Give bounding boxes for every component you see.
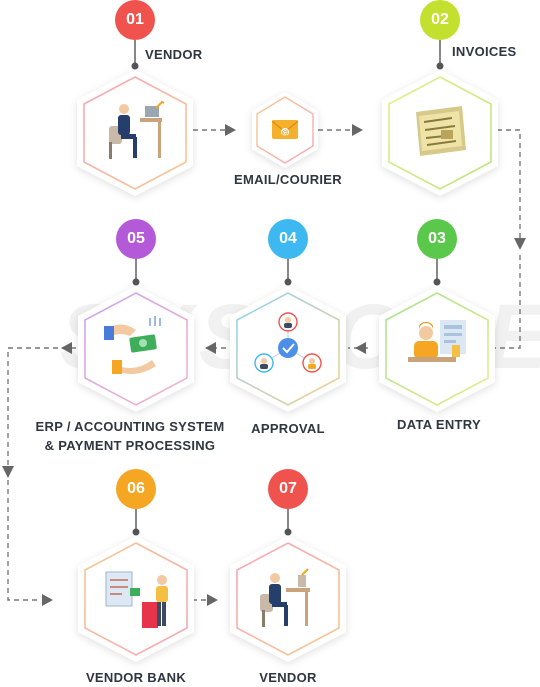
payment-handover-icon: [104, 316, 161, 374]
step-6-number: 06: [127, 480, 145, 497]
step-5-hexagon: [78, 286, 194, 412]
step-7-hexagon: [230, 536, 346, 662]
arrowhead-right: [225, 124, 236, 136]
connector-5-6: [7, 347, 76, 465]
svg-text:@: @: [281, 130, 288, 137]
step-4-hexagon: [230, 286, 346, 412]
arrowhead-right: [207, 594, 218, 606]
step-4-number: 04: [279, 230, 297, 247]
step-5-number: 05: [127, 230, 145, 247]
step-7-label: VENDOR: [259, 670, 317, 685]
step-2-label: INVOICES: [452, 44, 517, 59]
step-1-hexagon: [77, 70, 193, 196]
invoice-papers-icon: [416, 106, 466, 156]
arrowhead-left: [205, 342, 216, 354]
arrowhead-left: [61, 342, 72, 354]
step-4-badge: 04: [268, 219, 308, 259]
step-5-label-line-1: ERP / ACCOUNTING SYSTEM: [35, 419, 225, 434]
step-5-badge: 05: [116, 219, 156, 259]
bank-clerk-icon: [105, 571, 168, 628]
step-3-number: 03: [428, 230, 446, 247]
stem-dots: [131, 62, 444, 536]
arrowhead-down: [2, 466, 14, 478]
arrowhead-right: [42, 594, 53, 606]
arrowheads: [2, 124, 526, 606]
arrowhead-right: [352, 124, 363, 136]
step-5-label-line-2: & PAYMENT PROCESSING: [44, 438, 216, 453]
email-courier-label: EMAIL/COURIER: [234, 172, 342, 187]
connector-2-3: [497, 129, 521, 240]
email-courier-hexagon: @: [252, 92, 318, 168]
step-2-number: 02: [431, 11, 449, 28]
connector-2-3-b: [492, 255, 521, 349]
step-3-label: DATA ENTRY: [397, 417, 481, 432]
step-6-label: VENDOR BANK: [85, 670, 187, 685]
envelope-icon: @: [271, 120, 299, 139]
step-1-number: 01: [126, 11, 144, 28]
step-2-hexagon: [382, 70, 498, 196]
step-6-badge: 06: [116, 469, 156, 509]
step-7-number: 07: [279, 480, 297, 497]
step-3-badge: 03: [417, 219, 457, 259]
data-entry-clerk-icon: [408, 320, 466, 362]
connector-5-6-b: [7, 480, 40, 601]
arrowhead-down: [514, 238, 526, 250]
vendor-desk-icon: [260, 568, 310, 627]
step-2-badge: 02: [420, 0, 460, 40]
step-1-label: VENDOR: [145, 47, 203, 62]
step-4-label: APPROVAL: [251, 421, 325, 436]
arrowhead-left: [355, 342, 366, 354]
step-6-hexagon: [78, 536, 194, 662]
step-7-badge: 07: [268, 469, 308, 509]
approval-network-icon: [254, 312, 322, 373]
vendor-desk-icon: [109, 100, 165, 159]
badge-stems: [134, 40, 441, 530]
step-3-hexagon: [379, 286, 495, 412]
step-1-badge: 01: [115, 0, 155, 40]
